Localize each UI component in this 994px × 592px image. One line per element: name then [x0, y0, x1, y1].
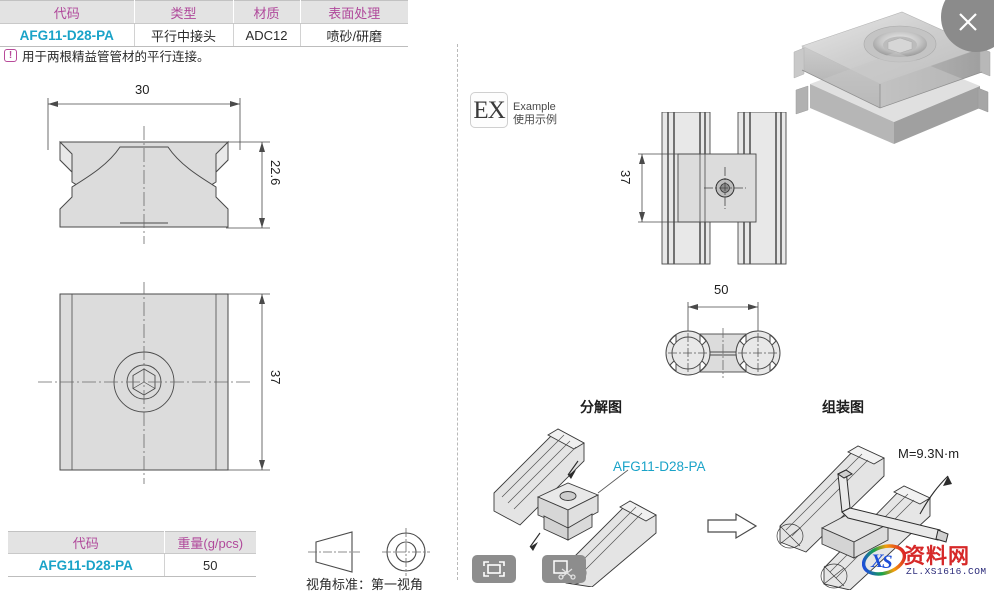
side-view-drawing: 30 22.6 [30, 82, 300, 267]
table-header-row: 代码 类型 材质 表面处理 [0, 0, 408, 24]
product-photo [784, 4, 994, 152]
weight-table: 代码 重量(g/pcs) AFG11-D28-PA 50 [8, 531, 256, 577]
table-row: AFG11-D28-PA 平行中接头 ADC12 喷砂/研磨 [0, 23, 408, 47]
assembly-view-title: 组装图 [822, 399, 864, 415]
column-header-code: 代码 [0, 0, 135, 24]
cell-material: ADC12 [233, 23, 301, 47]
example-caption: Example 使用示例 [513, 101, 557, 127]
column-header-type: 类型 [134, 0, 234, 24]
specification-table: 代码 类型 材质 表面处理 AFG11-D28-PA 平行中接头 ADC12 喷… [0, 0, 408, 47]
cell-weight: 50 [164, 553, 256, 577]
example-caption-en: Example [513, 101, 556, 113]
column-header-code: 代码 [8, 531, 165, 554]
note-text: 用于两根精益管管材的平行连接。 [22, 50, 210, 64]
example-badge: EX Example 使用示例 [470, 92, 557, 128]
fullscreen-capture-button[interactable] [472, 555, 516, 583]
part-callout-label: AFG11-D28-PA [613, 459, 706, 474]
close-icon [959, 13, 977, 31]
example-front-view-drawing: 37 [600, 111, 820, 272]
example-top-view-drawing: 50 [640, 282, 840, 382]
assembly-view-drawing [762, 418, 977, 591]
dimension-label-example-37: 37 [618, 170, 633, 185]
cell-type: 平行中接头 [134, 23, 234, 47]
cell-surface: 喷砂/研磨 [300, 23, 408, 47]
vertical-divider [457, 44, 458, 580]
transition-arrow [706, 512, 758, 540]
ex-mark: EX [470, 92, 508, 128]
column-header-material: 材质 [233, 0, 301, 24]
crop-capture-button[interactable] [542, 555, 586, 583]
table-row: AFG11-D28-PA 50 [8, 553, 256, 577]
dimension-label-height-37: 37 [268, 370, 283, 385]
projection-symbol [308, 528, 430, 576]
dimension-label-height-22-6: 22.6 [268, 160, 283, 186]
cell-code[interactable]: AFG11-D28-PA [0, 23, 135, 47]
column-header-weight: 重量(g/pcs) [164, 531, 256, 554]
projection-standard-label: 视角标准：第一视角 [306, 577, 424, 592]
front-view-drawing: 37 [30, 280, 300, 487]
fullscreen-frame-icon [483, 561, 505, 577]
dimension-label-width-30: 30 [135, 82, 150, 97]
note-row: ! 用于两根精益管管材的平行连接。 [4, 46, 210, 65]
projection-standard-block: 视角标准：第一视角 [300, 528, 450, 592]
exploded-view-drawing [488, 415, 703, 588]
example-caption-cn: 使用示例 [513, 114, 557, 126]
exploded-view-title: 分解图 [580, 399, 622, 415]
column-header-surface: 表面处理 [300, 0, 408, 24]
torque-label: M=9.3N·m [898, 446, 960, 461]
dimension-label-example-50: 50 [714, 282, 729, 297]
scissors-crop-icon [553, 560, 576, 580]
table-header-row: 代码 重量(g/pcs) [8, 531, 256, 554]
exclamation-icon: ! [4, 49, 17, 62]
cell-code[interactable]: AFG11-D28-PA [8, 553, 165, 577]
